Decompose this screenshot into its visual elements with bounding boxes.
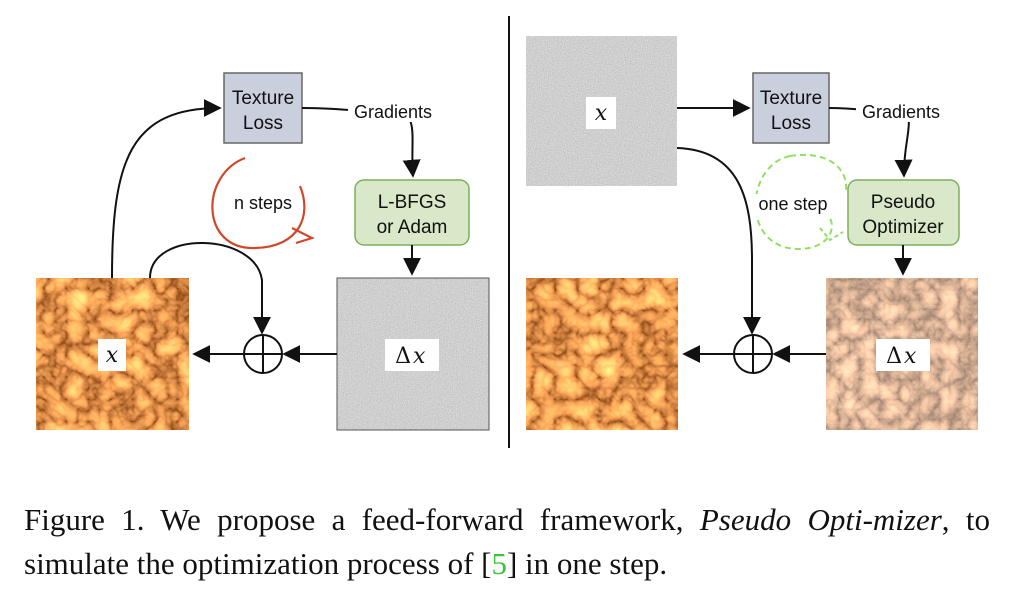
right-sum-node	[733, 334, 773, 374]
loop-arrowhead-icon	[291, 227, 315, 245]
right-panel: x Texture Loss Gradients one step Pseudo…	[526, 36, 978, 430]
left-gradients-label: Gradients	[354, 102, 432, 122]
left-image-to-loss-arrow	[111, 99, 222, 279]
caption-middle: , to simulate the optimization process o…	[24, 502, 990, 581]
framework-diagram: Texture Loss L-BFGS or Adam Gradients n …	[36, 16, 978, 448]
figure-caption: Figure 1. We propose a feed-forward fram…	[24, 498, 990, 586]
left-delta-var: x	[413, 344, 426, 369]
left-delta-symbol: Δ	[395, 344, 411, 369]
left-texture-image: x	[36, 278, 189, 430]
right-noise-label: x	[595, 101, 608, 126]
right-noise-input-image: x	[526, 36, 677, 186]
right-opt-line1: Pseudo	[871, 192, 935, 213]
right-loss-line1: Texture	[760, 88, 822, 109]
right-loss-line2: Loss	[771, 113, 811, 134]
caption-prefix: Figure 1. We propose a feed-forward fram…	[24, 502, 684, 537]
caption-citation-link[interactable]: 5	[491, 546, 507, 581]
left-delta-noise-image: Δ x	[336, 277, 490, 431]
caption-suffix: ] in one step.	[506, 546, 668, 581]
right-output-image	[526, 278, 678, 430]
left-opt-line1: L-BFGS	[378, 192, 447, 213]
left-n-steps-loop: n steps	[211, 156, 315, 250]
right-gradients-label: Gradients	[862, 102, 940, 122]
right-delta-image: Δ x	[826, 278, 978, 430]
right-pseudo-optimizer-box: Pseudo Optimizer	[847, 179, 960, 246]
left-loop-label: n steps	[234, 193, 292, 213]
left-loss-line2: Loss	[243, 113, 283, 134]
left-image-to-plus-arrow	[149, 242, 271, 335]
right-delta-var: x	[904, 344, 917, 369]
left-sum-node	[243, 334, 283, 374]
left-texture-loss-box: Texture Loss	[223, 72, 303, 144]
right-opt-line2: Optimizer	[862, 217, 944, 238]
right-texture-loss-box: Texture Loss	[752, 72, 830, 144]
right-loop-label: one step	[758, 194, 827, 214]
right-delta-symbol: Δ	[886, 344, 902, 369]
right-one-step-loop: one step	[752, 153, 848, 251]
right-noise-to-plus-arrow	[676, 147, 761, 335]
left-panel: Texture Loss L-BFGS or Adam Gradients n …	[36, 72, 490, 431]
left-loss-line1: Texture	[232, 88, 294, 109]
left-opt-line2: or Adam	[377, 217, 448, 238]
left-image-label: x	[106, 343, 119, 368]
caption-italic-term: Pseudo Opti-mizer	[699, 502, 942, 537]
left-optimizer-box: L-BFGS or Adam	[354, 179, 470, 246]
loop-arrowhead-icon	[819, 227, 844, 242]
